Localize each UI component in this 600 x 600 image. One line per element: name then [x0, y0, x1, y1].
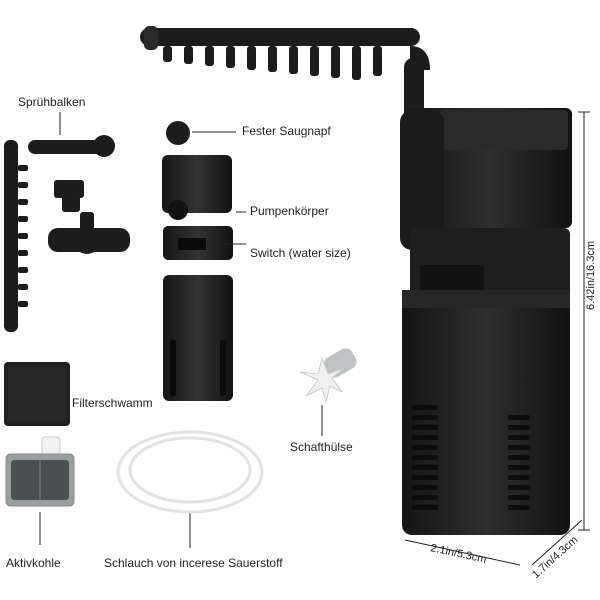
impeller-shaft [299, 348, 357, 404]
suction-cup-label: Fester Saugnapf [242, 124, 331, 138]
filter-sponge [4, 362, 70, 426]
pump-body-parts [162, 155, 233, 401]
filter-body [400, 108, 572, 535]
spray-bar-nozzles [163, 46, 382, 80]
spray-bar-label: Sprühbalken [18, 95, 86, 109]
filter-intake-slots [412, 405, 530, 510]
switch-label: Switch (water size) [250, 246, 351, 260]
hose-label: Schlauch von incerese Sauerstoff [104, 556, 283, 570]
carbon-box [5, 436, 75, 507]
shaft-sleeve-label: Schafthülse [290, 440, 353, 454]
connector-nozzle [54, 180, 84, 212]
suction-cup [166, 121, 236, 145]
spare-spray-bar [4, 135, 115, 332]
height-dimension: 6.42in/16.3cm [585, 240, 597, 310]
t-connector [48, 212, 130, 254]
filter-sponge-label: Filterschwamm [72, 396, 153, 410]
pump-body-label: Pumpenkörper [250, 204, 329, 218]
activated-carbon-label: Aktivkohle [6, 556, 61, 570]
pump-vents [170, 340, 226, 396]
dimension-lines [404, 111, 590, 566]
air-hose [116, 430, 264, 514]
